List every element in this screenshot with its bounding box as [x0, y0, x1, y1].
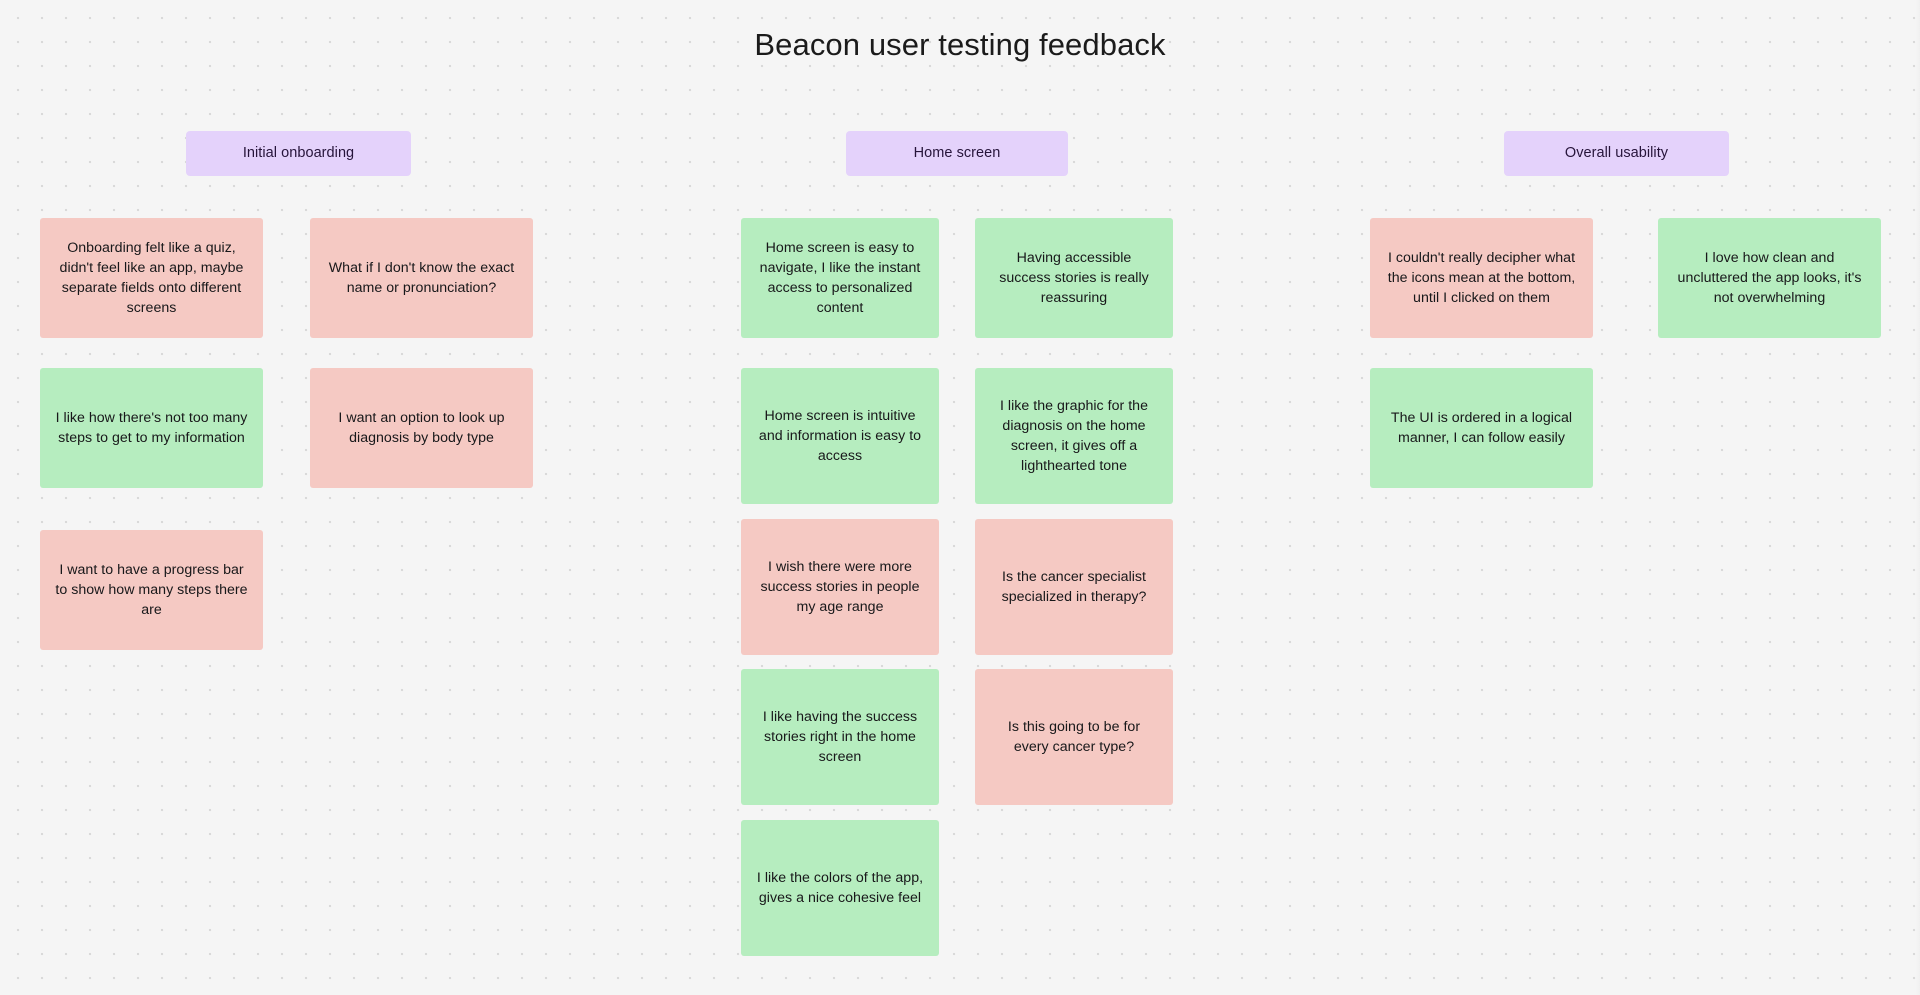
sticky-note[interactable]: Onboarding felt like a quiz, didn't feel… [40, 218, 263, 338]
sticky-note[interactable]: I wish there were more success stories i… [741, 519, 939, 655]
sticky-note-text: What if I don't know the exact name or p… [328, 259, 515, 296]
sticky-note-text: I like the graphic for the diagnosis on … [1000, 397, 1148, 475]
sticky-note-text: I love how clean and uncluttered the app… [1677, 249, 1862, 307]
sticky-note-text: I wish there were more success stories i… [760, 558, 920, 616]
section-header-label: Overall usability [1564, 145, 1669, 162]
sticky-note[interactable]: I like the colors of the app, gives a ni… [741, 820, 939, 956]
sticky-note-text: Having accessible success stories is rea… [999, 249, 1149, 307]
sticky-note-text: I like the colors of the app, gives a ni… [756, 869, 924, 906]
section-header-initial-onboarding[interactable]: Initial onboarding [186, 131, 411, 176]
sticky-note[interactable]: I want an option to look up diagnosis by… [310, 368, 533, 488]
sticky-note-text: Home screen is easy to navigate, I like … [759, 239, 921, 317]
section-header-label: Initial onboarding [242, 145, 355, 162]
section-header-home-screen[interactable]: Home screen [846, 131, 1068, 176]
sticky-note[interactable]: Home screen is intuitive and information… [741, 368, 939, 504]
sticky-note[interactable]: I want to have a progress bar to show ho… [40, 530, 263, 650]
canvas-edge-fade [1916, 0, 1920, 995]
sticky-note-text: Is this going to be for every cancer typ… [1007, 718, 1141, 755]
sticky-note[interactable]: I like the graphic for the diagnosis on … [975, 368, 1173, 504]
sticky-note[interactable]: I like how there's not too many steps to… [40, 368, 263, 488]
sticky-note-text: I couldn't really decipher what the icon… [1387, 249, 1576, 307]
section-header-label: Home screen [913, 145, 1001, 162]
sticky-note-text: I want an option to look up diagnosis by… [338, 409, 505, 446]
sticky-note[interactable]: Is the cancer specialist specialized in … [975, 519, 1173, 655]
section-header-overall-usability[interactable]: Overall usability [1504, 131, 1729, 176]
sticky-note-text: I like having the success stories right … [762, 708, 918, 766]
sticky-note[interactable]: I couldn't really decipher what the icon… [1370, 218, 1593, 338]
sticky-note[interactable]: What if I don't know the exact name or p… [310, 218, 533, 338]
sticky-note-text: I like how there's not too many steps to… [55, 409, 248, 446]
sticky-note[interactable]: Having accessible success stories is rea… [975, 218, 1173, 338]
sticky-note[interactable]: The UI is ordered in a logical manner, I… [1370, 368, 1593, 488]
sticky-note[interactable]: I love how clean and uncluttered the app… [1658, 218, 1881, 338]
sticky-note-text: Onboarding felt like a quiz, didn't feel… [59, 239, 244, 317]
sticky-note-text: Is the cancer specialist specialized in … [1001, 568, 1147, 605]
sticky-note[interactable]: Home screen is easy to navigate, I like … [741, 218, 939, 338]
page-title: Beacon user testing feedback [754, 27, 1166, 62]
sticky-note-text: I want to have a progress bar to show ho… [55, 561, 248, 619]
sticky-note-text: Home screen is intuitive and information… [758, 407, 922, 465]
sticky-note[interactable]: Is this going to be for every cancer typ… [975, 669, 1173, 805]
sticky-note-text: The UI is ordered in a logical manner, I… [1390, 409, 1573, 446]
sticky-note[interactable]: I like having the success stories right … [741, 669, 939, 805]
